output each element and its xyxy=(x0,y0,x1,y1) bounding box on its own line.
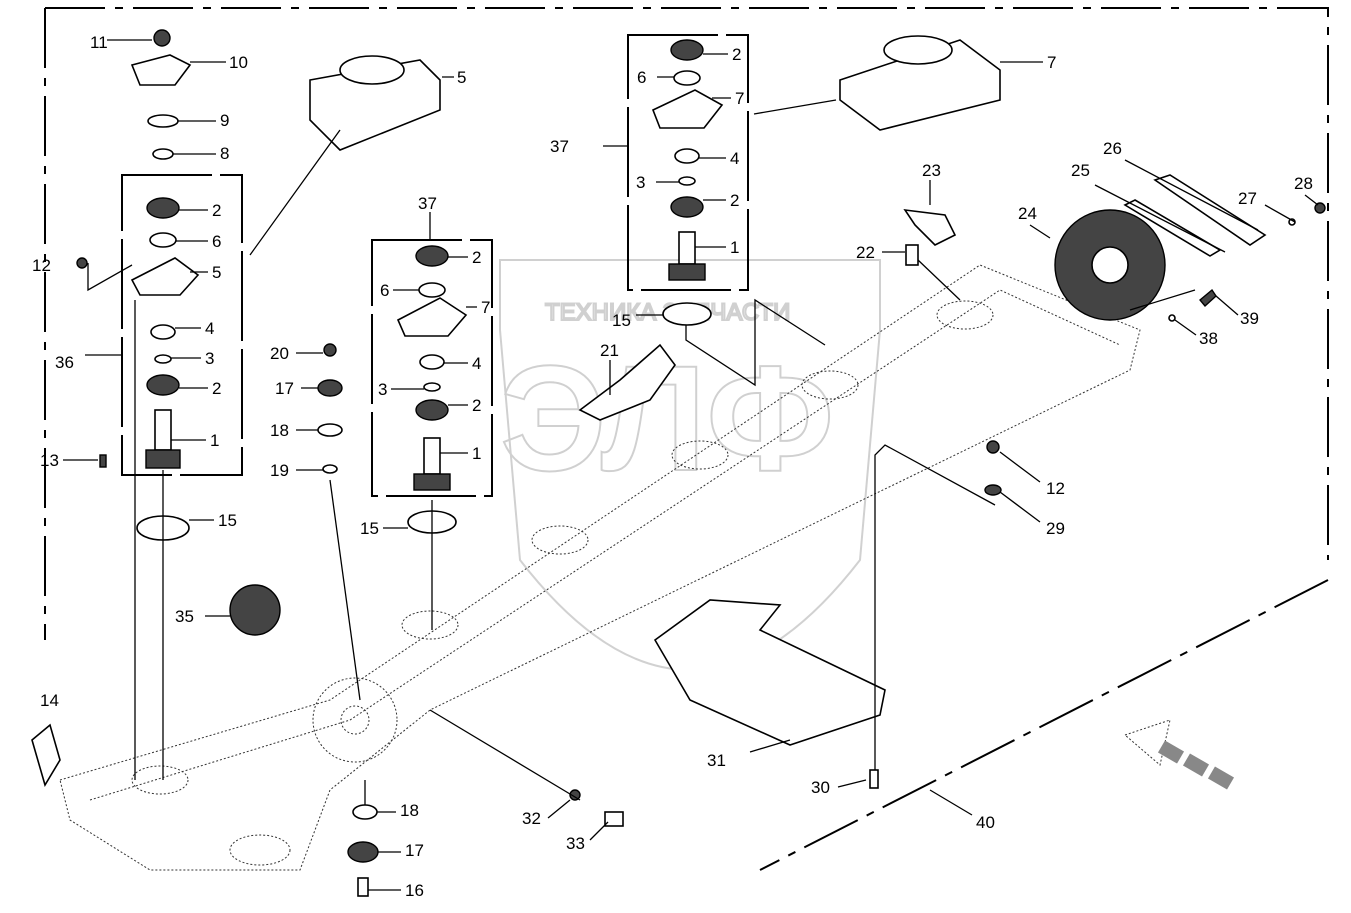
bearing-housing-5 xyxy=(309,55,441,151)
callout-9: 9 xyxy=(220,111,229,130)
callout-6: 6 xyxy=(212,232,221,251)
callout-29: 29 xyxy=(1046,519,1065,538)
callout-25: 25 xyxy=(1071,161,1090,180)
callout-28: 28 xyxy=(1294,174,1313,193)
callout-1: 1 xyxy=(730,238,739,257)
callout-4: 4 xyxy=(730,149,739,168)
callout-10: 10 xyxy=(229,53,248,72)
callout-35: 35 xyxy=(175,607,194,626)
callout-33: 33 xyxy=(566,834,585,853)
callout-5: 5 xyxy=(212,263,221,282)
callout-2: 2 xyxy=(472,396,481,415)
assembly-37-box-right xyxy=(627,34,749,291)
callout-15: 15 xyxy=(612,311,631,330)
callout-18: 18 xyxy=(270,421,289,440)
assembly-36-box xyxy=(121,174,243,476)
callout-21: 21 xyxy=(600,341,619,360)
callout-17: 17 xyxy=(275,379,294,398)
callout-3: 3 xyxy=(378,380,387,399)
callout-15: 15 xyxy=(360,519,379,538)
right-stack-parts xyxy=(651,39,724,326)
callout-32: 32 xyxy=(522,809,541,828)
callout-18: 18 xyxy=(400,801,419,820)
callout-40: 40 xyxy=(976,813,995,832)
callout-12: 12 xyxy=(1046,479,1065,498)
callout-27: 27 xyxy=(1238,189,1257,208)
callout-38: 38 xyxy=(1199,329,1218,348)
callout-11: 11 xyxy=(90,33,108,52)
callout-13: 13 xyxy=(40,451,59,470)
callout-30: 30 xyxy=(811,778,830,797)
callout-3: 3 xyxy=(636,173,645,192)
callout-12: 12 xyxy=(32,256,51,275)
callout-15: 15 xyxy=(218,511,237,530)
callout-7: 7 xyxy=(481,298,490,317)
callout-4: 4 xyxy=(472,354,481,373)
callout-37: 37 xyxy=(418,194,437,213)
callout-37: 37 xyxy=(550,137,569,156)
callout-2: 2 xyxy=(732,45,741,64)
callout-22: 22 xyxy=(856,243,875,262)
callout-24: 24 xyxy=(1018,204,1037,223)
assembly-37-box-left xyxy=(371,239,493,497)
middle-stack-parts xyxy=(317,245,676,534)
callout-2: 2 xyxy=(472,248,481,267)
callout-16: 16 xyxy=(405,881,424,900)
callout-3: 3 xyxy=(205,349,214,368)
callout-19: 19 xyxy=(270,461,289,480)
callout-1: 1 xyxy=(210,431,219,450)
callout-20: 20 xyxy=(270,344,289,363)
callout-31: 31 xyxy=(707,751,726,770)
callout-39: 39 xyxy=(1240,309,1259,328)
callout-1: 1 xyxy=(472,444,481,463)
bearing-housing-7 xyxy=(839,35,1001,131)
callout-2: 2 xyxy=(730,191,739,210)
callout-4: 4 xyxy=(205,319,214,338)
callout-14: 14 xyxy=(40,691,59,710)
callout-8: 8 xyxy=(220,144,229,163)
callout-17: 17 xyxy=(405,841,424,860)
cutter-bar xyxy=(59,264,1141,871)
callout-36: 36 xyxy=(55,353,74,372)
callout-7: 7 xyxy=(735,89,744,108)
callout-5: 5 xyxy=(457,68,466,87)
right-side-parts xyxy=(347,174,1326,897)
callout-23: 23 xyxy=(922,161,941,180)
assembly-boundary xyxy=(44,7,1329,871)
callout-2: 2 xyxy=(212,379,221,398)
callout-2: 2 xyxy=(212,201,221,220)
leader-lines xyxy=(63,39,1319,891)
callout-6: 6 xyxy=(637,68,646,87)
callout-labels: 11 10 5 9 8 2 6 12 5 4 3 36 2 1 13 15 35… xyxy=(32,33,1313,900)
callout-7: 7 xyxy=(1047,53,1056,72)
callout-26: 26 xyxy=(1103,139,1122,158)
callout-6: 6 xyxy=(380,281,389,300)
